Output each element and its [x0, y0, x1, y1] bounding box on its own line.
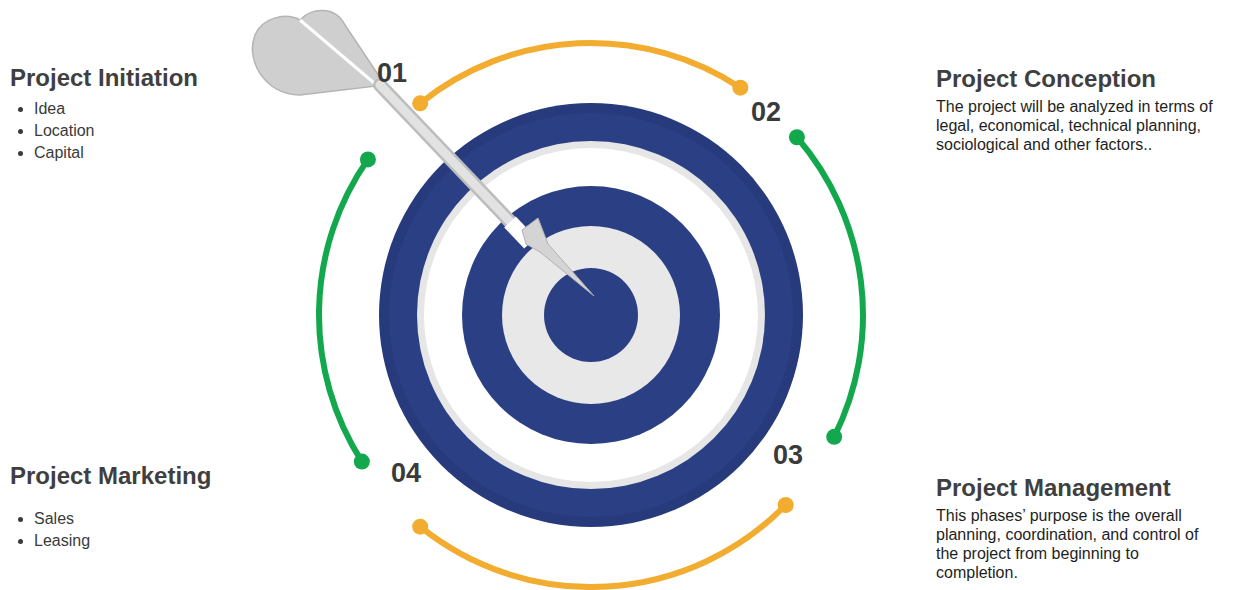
- phase-management: Project ManagementThis phases’ purpose i…: [936, 474, 1211, 582]
- phase-heading: Project Conception: [936, 65, 1226, 93]
- dart: [252, 10, 594, 296]
- phase-description: This phases’ purpose is the overall plan…: [936, 506, 1211, 582]
- cycle-arc: [797, 137, 863, 437]
- arc-dot: [826, 429, 842, 445]
- bullet-item: Capital: [34, 142, 198, 164]
- phase-heading: Project Management: [936, 474, 1211, 502]
- arc-dot: [412, 519, 428, 535]
- bullet-item: Idea: [34, 98, 198, 120]
- bullet-item: Sales: [34, 508, 211, 530]
- bullet-item: Location: [34, 120, 198, 142]
- phase-heading: Project Initiation: [10, 64, 198, 92]
- phase-description: The project will be analyzed in terms of…: [936, 97, 1226, 154]
- arc-dot: [354, 454, 370, 470]
- arc-dot: [732, 80, 748, 96]
- cycle-arc: [420, 505, 785, 587]
- cycle-arcs: [319, 43, 863, 587]
- arc-dot: [412, 95, 428, 111]
- callout-number: 01: [377, 58, 407, 88]
- arc-dot: [778, 497, 794, 513]
- callout-number: 02: [751, 97, 781, 127]
- phase-initiation: Project InitiationIdeaLocationCapital: [10, 64, 198, 164]
- cycle-arc: [420, 43, 740, 103]
- bullet-item: Leasing: [34, 530, 211, 552]
- bullet-list: SalesLeasing: [10, 508, 211, 552]
- phase-heading: Project Marketing: [10, 462, 211, 490]
- phase-marketing: Project MarketingSalesLeasing: [10, 462, 211, 552]
- phase-conception: Project ConceptionThe project will be an…: [936, 65, 1226, 154]
- arc-dot: [360, 151, 376, 167]
- callout-number: 04: [391, 458, 421, 488]
- arc-dot: [789, 129, 805, 145]
- cycle-arc: [319, 159, 368, 461]
- target: [379, 103, 803, 527]
- callout-number: 03: [773, 440, 803, 470]
- bullet-list: IdeaLocationCapital: [10, 98, 198, 164]
